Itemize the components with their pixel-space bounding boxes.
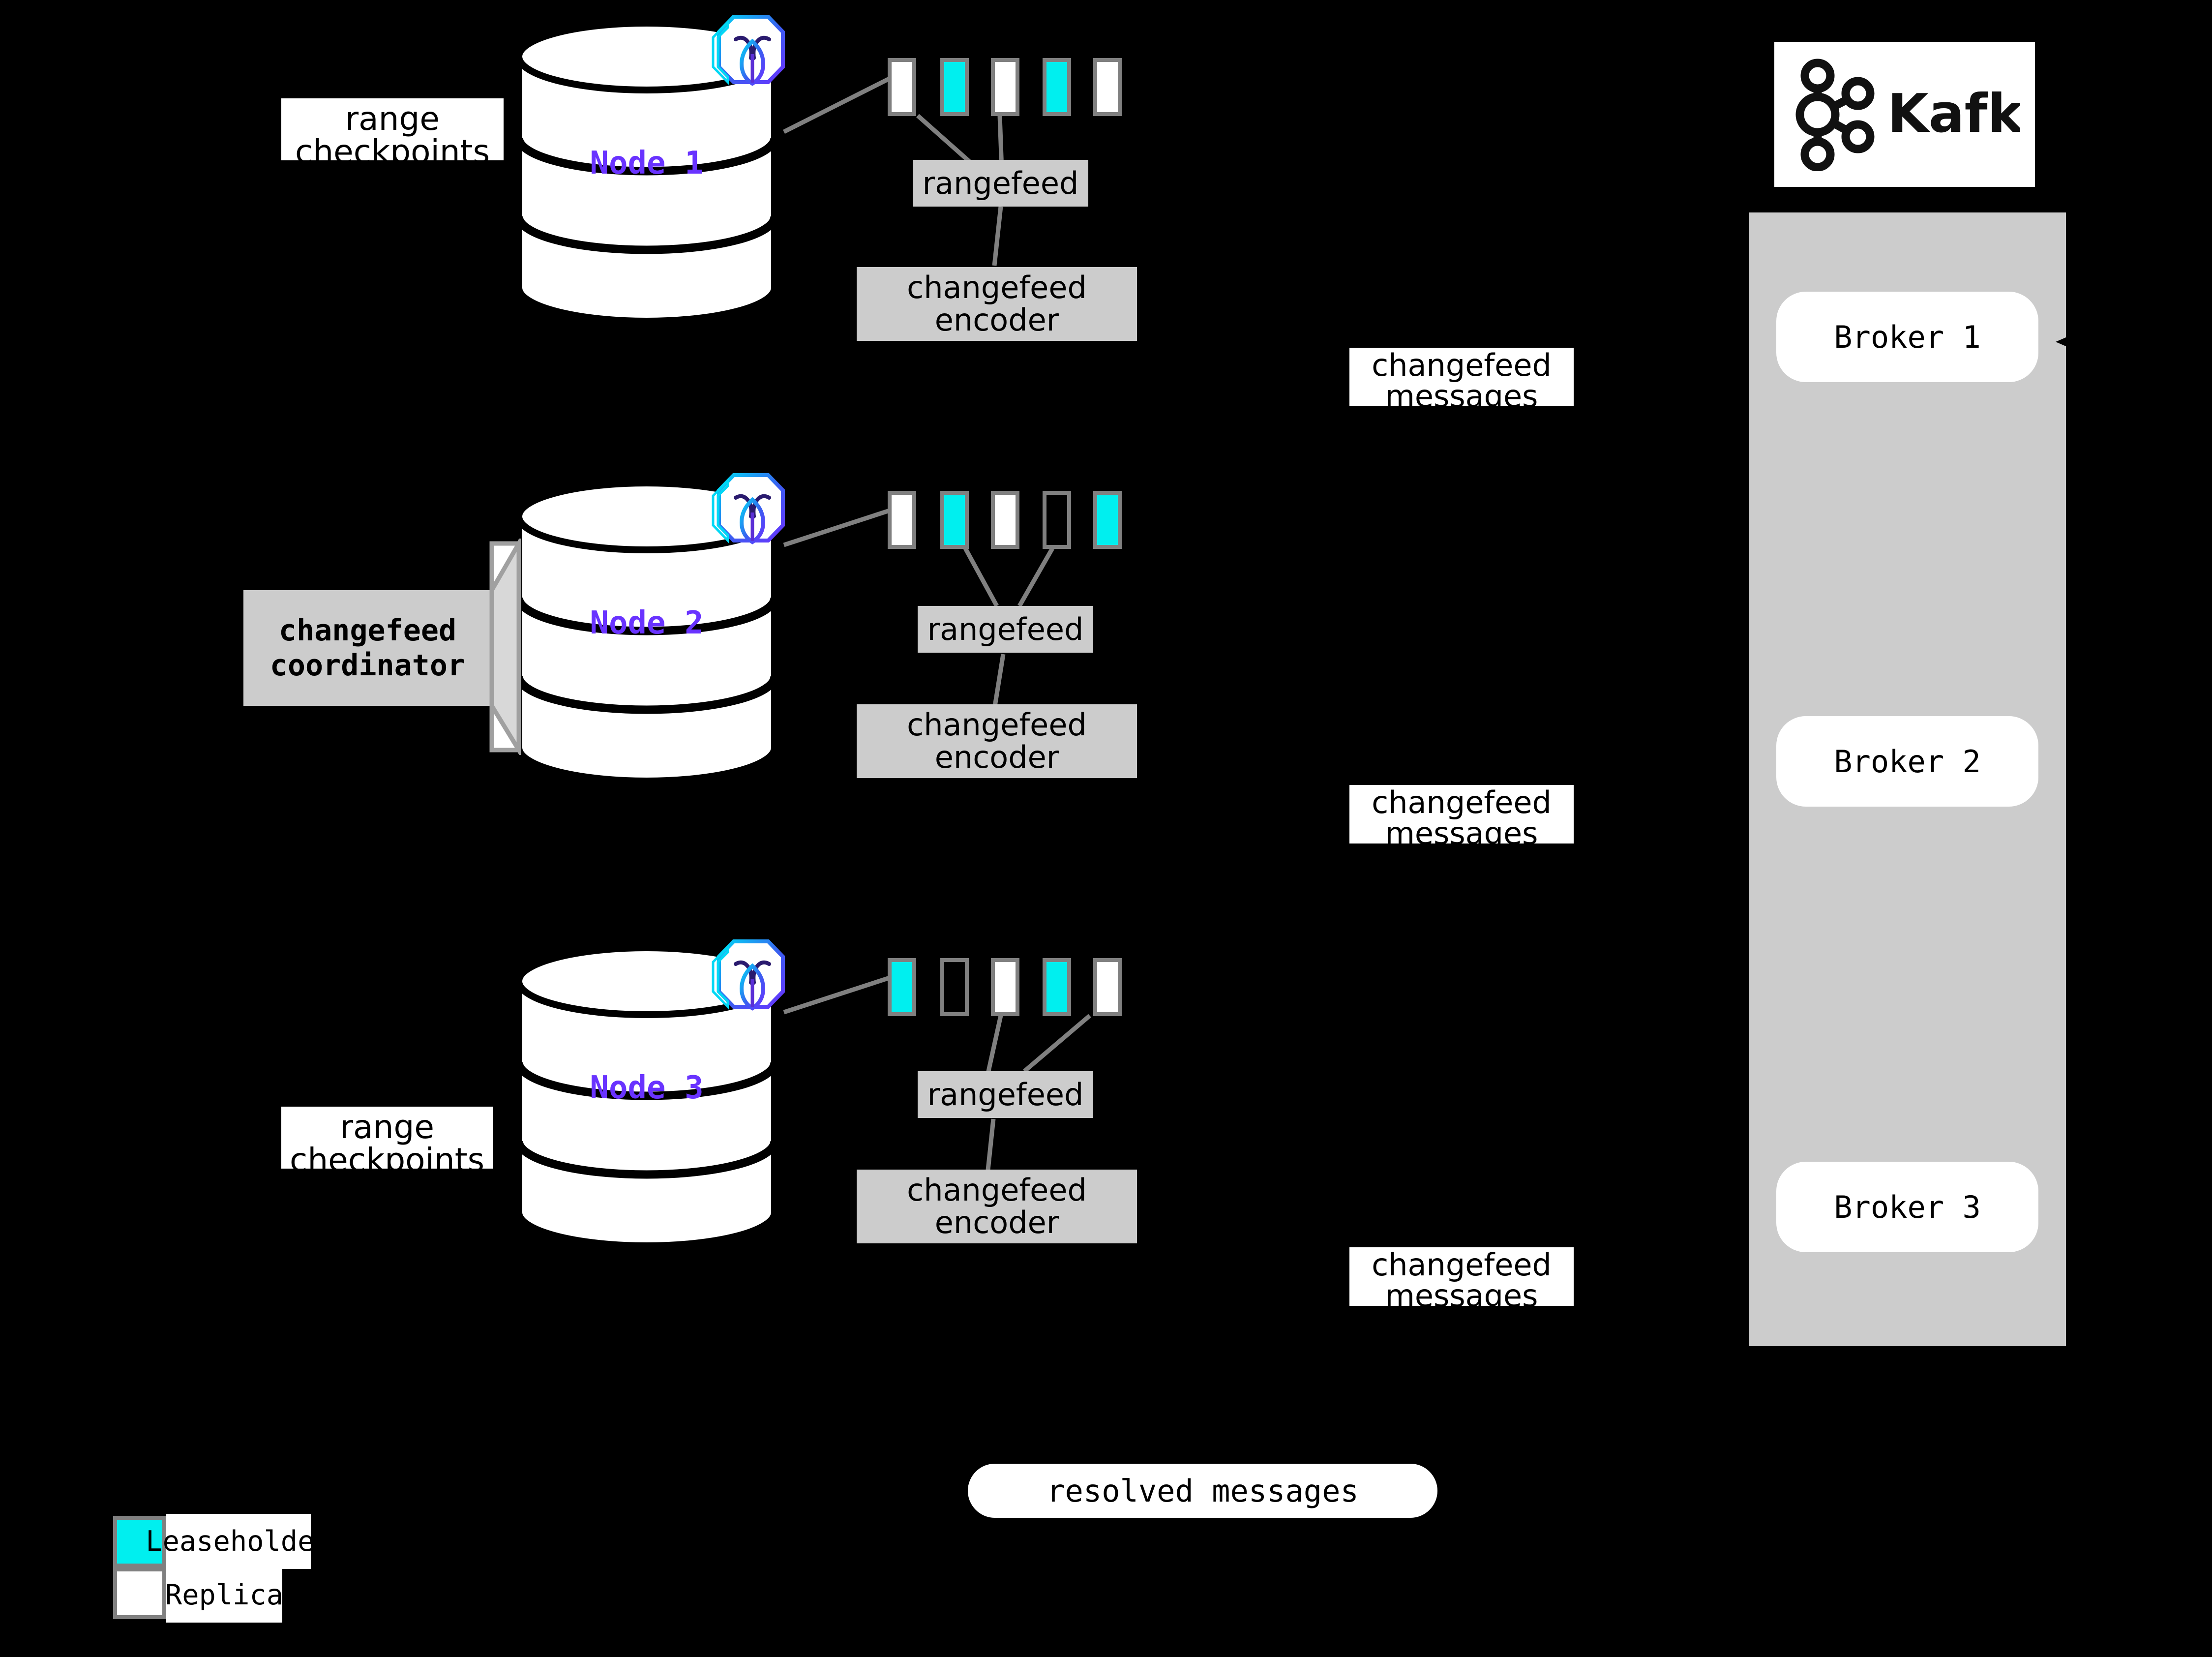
node2-range-5[interactable]: [1093, 491, 1122, 549]
legend-swatch-leaseholder: [113, 1516, 166, 1567]
node1-messages-line2: messages: [1385, 378, 1538, 415]
node2-changefeed-messages-label: changefeed messages: [1349, 784, 1574, 849]
node1-range-3[interactable]: [991, 58, 1019, 116]
node3-rangefeed-label: rangefeed: [927, 1076, 1084, 1113]
node1-cockroachdb-logo-icon: [708, 9, 797, 97]
broker-3-label: Broker 3: [1834, 1189, 1981, 1225]
node2-encoder-line2: encoder: [934, 739, 1059, 775]
node2-range-3[interactable]: [991, 491, 1019, 549]
node2-coordinator-line2: coordinator: [269, 648, 466, 683]
node1-label: Node 1: [590, 145, 704, 181]
node2-rangefeed-label: rangefeed: [927, 611, 1084, 647]
legend: Leaseholder Replica: [113, 1514, 408, 1629]
node2-messages-line1: changefeed: [1372, 784, 1552, 820]
node1-range-2[interactable]: [940, 58, 969, 116]
broker-3[interactable]: Broker 3: [1776, 1162, 2038, 1252]
node1-checkpoint-line1: range: [345, 100, 440, 138]
legend-label-replica-box: Replica: [165, 1567, 284, 1623]
legend-label-leaseholder-box: Leaseholder: [146, 1514, 331, 1569]
node1-range-1[interactable]: [888, 58, 916, 116]
node1-encoder-line1: changefeed: [907, 270, 1087, 306]
node3-label: Node 3: [590, 1070, 704, 1106]
legend-label-replica: Replica: [165, 1579, 284, 1611]
node3-encoder-box[interactable]: changefeed encoder: [857, 1170, 1137, 1243]
node3-messages-line1: changefeed: [1372, 1247, 1552, 1283]
node1-encoder-line2: encoder: [934, 302, 1059, 338]
node1-cylinder: Node 1: [514, 20, 779, 325]
node1-messages-line1: changefeed: [1372, 347, 1552, 383]
node3-messages-line2: messages: [1385, 1278, 1538, 1314]
node2-encoder-box[interactable]: changefeed encoder: [857, 704, 1137, 778]
node1-rangefeed-label: rangefeed: [922, 165, 1079, 201]
node1-range-4[interactable]: [1043, 58, 1071, 116]
node1-ranges: [888, 58, 1122, 117]
node3-cylinder: Node 3: [514, 944, 779, 1249]
node3-ranges: [888, 958, 1122, 1017]
node3-encoder-line1: changefeed: [907, 1172, 1087, 1208]
node3-range-1[interactable]: [888, 958, 916, 1016]
legend-swatch-replica: [113, 1567, 166, 1619]
node2-rangefeed-box[interactable]: rangefeed: [918, 606, 1093, 653]
node3-range-4[interactable]: [1043, 958, 1071, 1016]
node1-checkpoint-line2: checkpoints: [295, 133, 490, 171]
node3-range-checkpoints-label: range checkpoints: [281, 1107, 493, 1177]
node3-changefeed-messages-label: changefeed messages: [1349, 1247, 1574, 1311]
broker-2-label: Broker 2: [1834, 743, 1981, 780]
node1-rangefeed-box[interactable]: rangefeed: [913, 160, 1088, 207]
kafka-inbound-arrow-icon: [2056, 333, 2076, 351]
node1-range-5[interactable]: [1093, 58, 1122, 116]
node2-coordinator-line1: changefeed: [278, 613, 457, 648]
node2-cockroachdb-logo-icon: [708, 467, 797, 556]
node3-range-2[interactable]: [940, 958, 969, 1016]
node2-range-4[interactable]: [1043, 491, 1071, 549]
node2-label: Node 2: [590, 605, 704, 641]
node2-range-2[interactable]: [940, 491, 969, 549]
node2-coordinator-text: changefeed coordinator: [243, 590, 492, 706]
kafka-logo-panel: Kafka: [1774, 42, 2035, 187]
node2-ranges: [888, 491, 1122, 550]
node3-rangefeed-box[interactable]: rangefeed: [918, 1071, 1093, 1118]
node3-range-3[interactable]: [991, 958, 1019, 1016]
node1-range-checkpoints-label: range checkpoints: [281, 98, 504, 169]
node2-range-1[interactable]: [888, 491, 916, 549]
node3-checkpoint-line2: checkpoints: [290, 1141, 484, 1179]
broker-1-label: Broker 1: [1834, 319, 1981, 355]
node3-range-5[interactable]: [1093, 958, 1122, 1016]
node1-changefeed-messages-label: changefeed messages: [1349, 347, 1574, 412]
node2-cylinder: Node 2: [514, 480, 779, 784]
node2-encoder-line1: changefeed: [907, 707, 1087, 743]
kafka-logo-icon: Kafka: [1795, 59, 2020, 171]
broker-2[interactable]: Broker 2: [1776, 716, 2038, 807]
resolved-messages-label: resolved messages: [1046, 1473, 1359, 1509]
node2-changefeed-coordinator[interactable]: changefeed coordinator: [243, 535, 538, 758]
node3-cockroachdb-logo-icon: [708, 934, 797, 1022]
resolved-messages-pill[interactable]: resolved messages: [968, 1464, 1437, 1518]
node2-messages-line2: messages: [1385, 815, 1538, 852]
broker-1[interactable]: Broker 1: [1776, 292, 2038, 382]
legend-label-leaseholder: Leaseholder: [146, 1525, 331, 1558]
node3-checkpoint-line1: range: [340, 1108, 434, 1146]
node1-encoder-box[interactable]: changefeed encoder: [857, 267, 1137, 341]
kafka-logo-text: Kafka: [1887, 83, 2020, 145]
node3-encoder-line2: encoder: [934, 1205, 1059, 1240]
